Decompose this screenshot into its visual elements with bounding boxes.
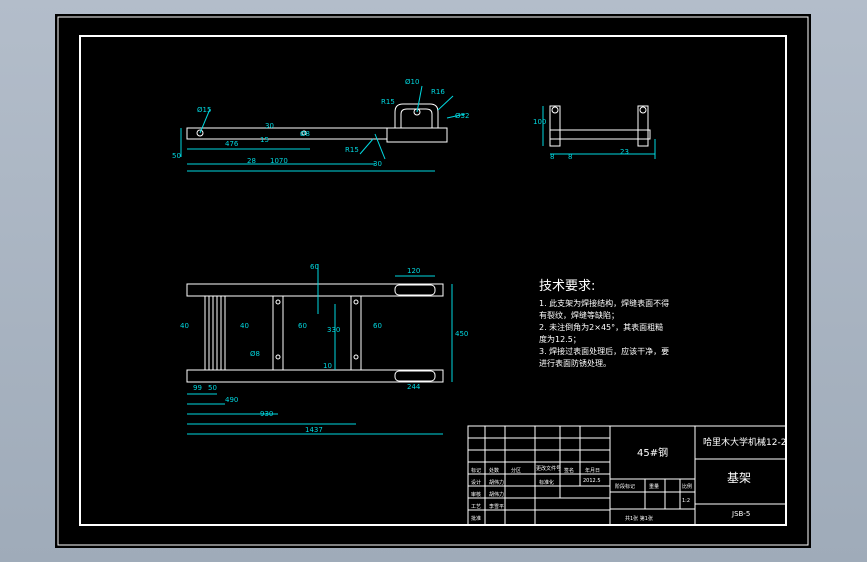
tb-standard: 标准化 [539,479,554,486]
dim-d9: R15 [345,146,359,154]
dim-d2: 476 [225,140,239,148]
dim-p11: 99 [193,384,202,392]
front-view: Ø15 476 1070 50 28 Ø8 15 30 R15 Ø10 R15 … [172,78,469,172]
tb-date: 2012.5 [583,478,601,484]
tb-scale: 比例 [682,483,692,490]
dim-p8: 450 [455,330,468,338]
dim-p1: 60 [310,263,319,271]
dim-p2: 120 [407,267,420,275]
dim-p14: 930 [260,410,273,418]
dim-p10: 10 [323,362,332,370]
dim-p6: 60 [373,322,382,330]
dim-d5: 28 [247,157,256,165]
tb-row-count: 处数 [489,467,499,474]
part-name: 基架 [727,471,751,485]
dim-d6: Ø8 [300,130,310,138]
tb-scale-value: 1:2 [682,498,690,504]
plan-view: 60 120 40 40 60 60 330 450 Ø8 10 99 50 4… [180,263,468,435]
tech-title: 技术要求: [539,279,595,294]
dim-p7: 330 [327,326,340,334]
material: 45#钢 [637,446,668,459]
tech-line: 有裂纹，焊缝等缺陷； [539,310,619,320]
tb-name1: 胡伟力 [489,479,504,486]
tech-line: 2. 未注倒角为2×45°，其表面粗糙 [539,322,663,332]
sheet-outer-border [57,16,809,546]
dim-p15: 1437 [305,426,323,434]
dim-p16: 244 [407,383,421,391]
tb-name2: 胡伟力 [489,491,504,498]
tech-line: 3. 焊接过表面处理后，应该干净，要 [539,346,669,356]
title-block: 45#钢 哈里木大学机械12-2 基架 JSB-5 标记 处数 分区 更改文件号… [467,425,787,526]
dim-d13: Ø32 [455,112,469,120]
tb-weight: 重量 [649,483,659,490]
drawing-number: JSB-5 [731,510,750,518]
tb-row-sign: 签名 [564,467,574,474]
dim-s3: 8 [568,153,572,161]
dim-d4: 50 [172,152,181,160]
tb-role-craft: 工艺 [471,504,481,510]
tb-role-approve: 批准 [471,515,481,522]
dim-d8: 30 [265,122,274,130]
tech-requirements: 技术要求: 1. 此支架为焊接结构，焊缝表面不得 有裂纹，焊缝等缺陷； 2. 未… [539,279,669,368]
side-view: 100 8 8 23 [533,105,656,161]
dim-p9: Ø8 [250,350,260,358]
dim-p5: 60 [298,322,307,330]
dim-d10: Ø10 [405,78,419,86]
school: 哈里木大学机械12-2 [703,436,786,448]
tb-row-date: 年月日 [585,467,600,474]
dim-d3: 1070 [270,157,288,165]
drawing-canvas: Ø15 476 1070 50 28 Ø8 15 30 R15 Ø10 R15 … [57,16,809,546]
dim-s1: 100 [533,118,546,126]
sheet-inner-border [79,35,787,526]
dim-p3: 40 [180,322,189,330]
dim-d14: 30 [373,160,382,168]
dim-d7: 15 [260,136,269,144]
tb-name3: 李雪平 [489,503,504,510]
dim-d12: R16 [431,88,445,96]
tech-line: 进行表面防锈处理。 [539,358,611,368]
tb-row-doc: 更改文件号 [536,465,561,472]
dim-p13: 490 [225,396,238,404]
tb-stage: 阶段标记 [615,483,635,490]
tech-line: 度为12.5； [539,334,581,344]
dim-p4: 40 [240,322,249,330]
tb-role-design: 设计 [471,479,481,486]
tb-row-mark: 标记 [471,467,481,474]
dim-s4: 23 [620,148,629,156]
dim-d11: R15 [381,98,395,106]
dim-p12: 50 [208,384,217,392]
tb-sheets: 共1张 第1张 [625,515,653,522]
tb-role-check: 审核 [471,491,481,498]
dim-s2: 8 [550,153,554,161]
tech-line: 1. 此支架为焊接结构，焊缝表面不得 [539,298,669,308]
tb-row-zone: 分区 [511,467,521,474]
dim-d1: Ø15 [197,106,211,114]
cad-drawing-viewport[interactable]: Ø15 476 1070 50 28 Ø8 15 30 R15 Ø10 R15 … [55,14,811,548]
